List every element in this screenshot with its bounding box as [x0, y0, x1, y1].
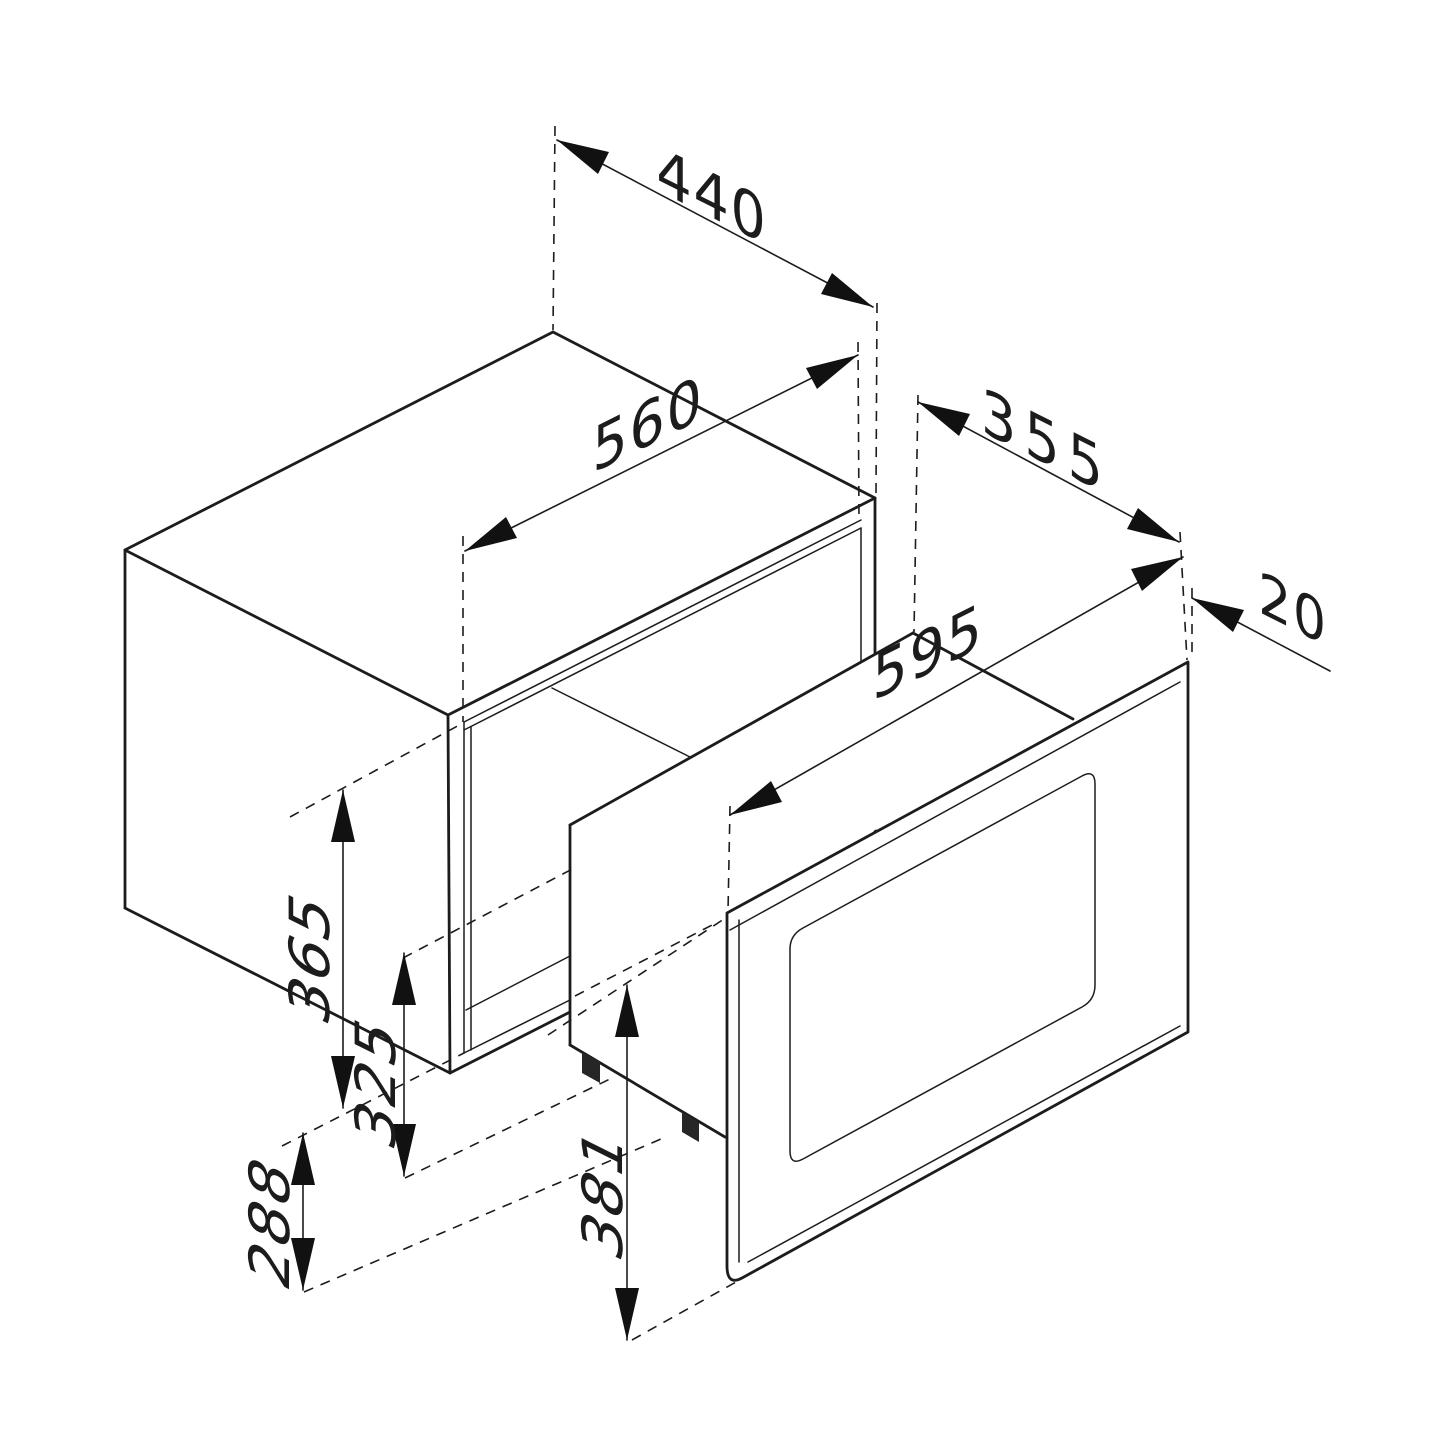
dimension-355	[917, 401, 1180, 543]
dimension-325	[392, 952, 416, 1177]
dim-label-440: 440	[656, 132, 767, 261]
arrowhead	[730, 781, 782, 815]
extension-lines	[281, 125, 1193, 1341]
door-window	[789, 773, 1096, 1162]
microwave-body	[568, 631, 1075, 1142]
arrowhead	[331, 790, 355, 842]
arrowhead	[918, 402, 970, 436]
arrowhead	[291, 1133, 315, 1185]
arrowhead	[557, 140, 609, 174]
arrowhead	[1192, 598, 1244, 632]
mounting-foot-rear	[582, 1052, 600, 1083]
dimension-381	[615, 984, 639, 1341]
arrowhead	[1131, 557, 1183, 591]
dimension-365	[331, 789, 355, 1109]
arrowhead	[806, 355, 858, 389]
front-panel-outline	[725, 660, 1190, 1282]
microwave-body-left-face	[570, 825, 725, 1137]
microwave-body-top-face	[570, 633, 1073, 913]
dim-label-381: 381	[570, 1115, 635, 1272]
dim-label-20: 20	[1258, 558, 1328, 661]
dimension-595	[729, 556, 1184, 816]
arrowhead	[465, 517, 517, 551]
front-panel-face	[727, 662, 1188, 1281]
mounting-foot-front	[682, 1112, 699, 1142]
arrowhead	[331, 1056, 355, 1108]
arrowhead	[392, 953, 416, 1005]
arrowhead	[821, 273, 873, 307]
dim-label-355: 355	[981, 373, 1111, 511]
arrowhead	[291, 1238, 315, 1290]
dimension-440	[556, 139, 874, 308]
microwave-unit	[568, 631, 1190, 1282]
dimension-560	[464, 354, 859, 552]
arrowhead	[615, 1288, 639, 1340]
dimension-lines	[291, 139, 1331, 1341]
microwave-front-panel	[725, 660, 1190, 1282]
arrowhead	[392, 1124, 416, 1176]
arrowhead	[1127, 508, 1179, 542]
arrowhead	[615, 985, 639, 1037]
dimension-20	[1191, 597, 1331, 672]
dimension-288	[291, 1132, 315, 1291]
cabinet-left-face	[125, 550, 450, 1073]
dim-label-288: 288	[237, 1144, 302, 1301]
